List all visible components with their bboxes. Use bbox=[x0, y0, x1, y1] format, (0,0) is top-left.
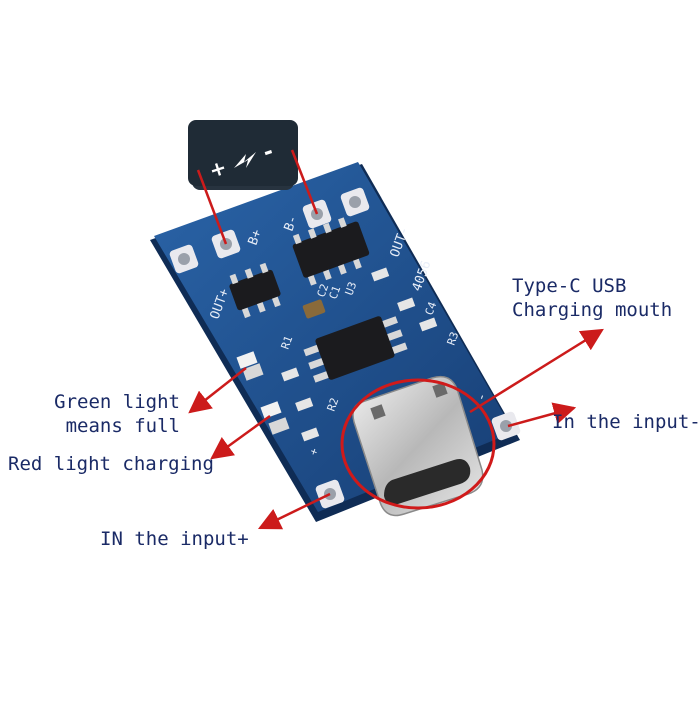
silk-r1: R1 bbox=[279, 334, 296, 351]
lightning-icon bbox=[234, 152, 256, 168]
label-green-light: Green light means full bbox=[40, 390, 180, 438]
leds bbox=[236, 351, 290, 435]
label-typec-line2: Charging mouth bbox=[512, 299, 673, 321]
label-typec-usb: Type-C USB Charging mouth bbox=[512, 274, 672, 322]
label-green-line1: Green light bbox=[54, 391, 180, 413]
silk-r3: R3 bbox=[445, 330, 462, 347]
arrow-typec bbox=[469, 328, 604, 414]
usb-highlight-circle bbox=[340, 378, 496, 510]
silk-r2: R2 bbox=[325, 396, 342, 413]
arrow-green-light bbox=[188, 367, 247, 414]
passive-components bbox=[281, 267, 438, 442]
silkscreen-text: B+ B- OUT- 4056 OUT+ C1 C2 U3 C4 R3 R1 R… bbox=[208, 214, 491, 458]
silk-b-minus: B- bbox=[282, 214, 301, 234]
label-in-minus: In the input- bbox=[552, 411, 700, 433]
silk-c1: C1 bbox=[327, 284, 344, 301]
ic-chips bbox=[229, 217, 408, 383]
silk-u3: U3 bbox=[343, 280, 360, 297]
arrow-in-plus bbox=[257, 492, 331, 530]
battery-lead-plus bbox=[196, 169, 228, 245]
callout-arrows bbox=[188, 328, 604, 530]
arrow-red-light bbox=[210, 414, 271, 460]
battery-icon: + - bbox=[188, 120, 298, 190]
silk-c4: C4 bbox=[423, 300, 440, 317]
red-led bbox=[260, 401, 290, 435]
label-typec-line1: Type-C USB bbox=[512, 275, 627, 297]
silk-c2: C2 bbox=[315, 282, 332, 299]
green-led bbox=[236, 351, 264, 381]
label-red-light: Red light charging bbox=[8, 453, 214, 475]
silk-b-plus: B+ bbox=[246, 227, 266, 247]
silk-plus: + bbox=[307, 446, 322, 457]
arrow-in-minus bbox=[507, 402, 577, 428]
label-green-line2: means full bbox=[65, 415, 180, 437]
battery-plus-sign: + bbox=[206, 155, 229, 183]
battery-lead-minus bbox=[290, 149, 319, 215]
label-in-plus: IN the input+ bbox=[100, 528, 249, 550]
